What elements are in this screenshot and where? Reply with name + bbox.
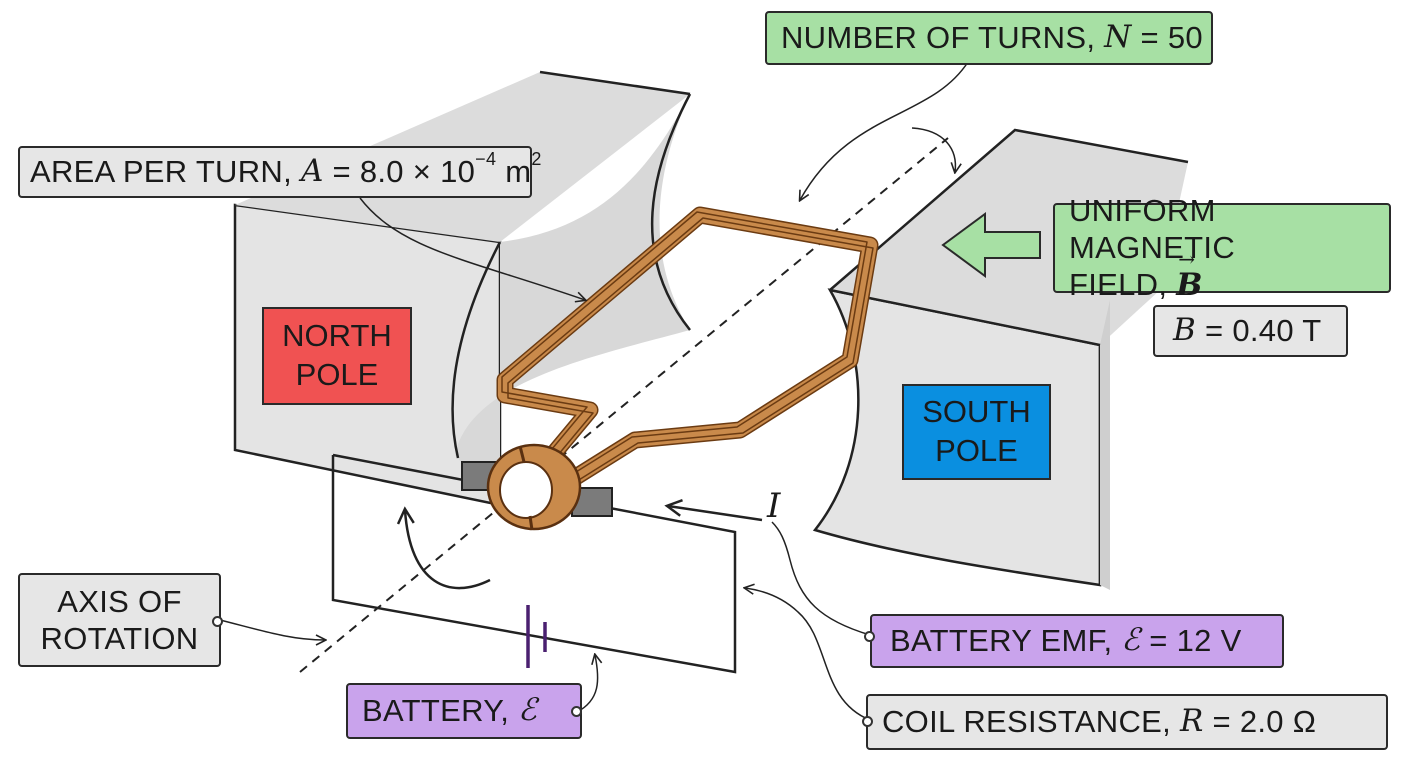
axis-label-dot — [212, 616, 223, 627]
coil — [496, 206, 879, 499]
battery-symbol-text: ℰ — [518, 692, 538, 729]
rotation-axis-line — [299, 137, 949, 673]
commutator-ring — [486, 443, 582, 531]
battery-prefix: BATTERY, — [362, 693, 519, 729]
emf-symbol: ℰ — [1121, 622, 1141, 659]
field-value-text: = 0.40 T — [1196, 313, 1322, 349]
area-unit: m — [496, 154, 532, 190]
leader-lines — [219, 61, 969, 721]
turns-value: = 50 — [1131, 20, 1203, 56]
battery-label-dot — [571, 706, 582, 717]
current-arrow — [668, 506, 763, 522]
resistance-label: COIL RESISTANCE, R = 2.0 Ω — [866, 694, 1388, 750]
turns-prefix: NUMBER OF TURNS, — [781, 20, 1105, 56]
emf-prefix: BATTERY EMF, — [890, 623, 1122, 659]
axis-line2: ROTATION — [40, 621, 199, 656]
area-value: = 8.0 × 10 — [323, 154, 476, 190]
field-arrow — [941, 212, 1041, 278]
turns-symbol: N — [1104, 19, 1132, 56]
south-pole-line1: SOUTH — [922, 394, 1031, 430]
current-symbol: I — [767, 486, 781, 526]
field-label: UNIFORM MAGNETIC FIELD, B — [1053, 193, 1391, 303]
brush-right — [571, 487, 613, 517]
resistance-prefix: COIL RESISTANCE, — [882, 704, 1180, 740]
axis-label: AXIS OF ROTATION — [18, 573, 221, 667]
turns-label: NUMBER OF TURNS, N = 50 — [765, 11, 1213, 65]
axis-line1: AXIS OF — [57, 583, 182, 619]
field-line1: UNIFORM MAGNETIC — [1069, 192, 1236, 265]
area-symbol: A — [300, 153, 324, 190]
south-pole-line2: POLE — [935, 433, 1018, 468]
south-pole-label: SOUTH POLE — [902, 384, 1051, 480]
battery-label: BATTERY, ℰ — [346, 683, 582, 739]
north-pole-line1: NORTH — [282, 318, 392, 354]
emf-label: BATTERY EMF, ℰ = 12 V — [870, 614, 1284, 668]
area-exponent: −4 — [475, 149, 497, 170]
field-value-symbol: B — [1173, 312, 1197, 349]
rotation-arrow — [405, 510, 491, 590]
resistance-label-dot — [862, 716, 873, 727]
field-vector-symbol: B — [1176, 247, 1203, 304]
resistance-value: = 2.0 Ω — [1203, 704, 1317, 740]
area-prefix: AREA PER TURN, — [30, 154, 301, 190]
emf-value: = 12 V — [1140, 623, 1242, 659]
field-value-label: B = 0.40 T — [1153, 305, 1348, 357]
emf-label-dot — [864, 631, 875, 642]
north-pole-line2: POLE — [295, 357, 379, 392]
field-line2: FIELD, — [1069, 267, 1177, 303]
battery-symbol — [526, 605, 547, 668]
field-line2-wrap: FIELD, B — [1069, 247, 1203, 304]
resistance-symbol: R — [1179, 703, 1204, 740]
north-pole-label: NORTH POLE — [262, 307, 412, 405]
area-unit-exponent: 2 — [531, 149, 542, 170]
